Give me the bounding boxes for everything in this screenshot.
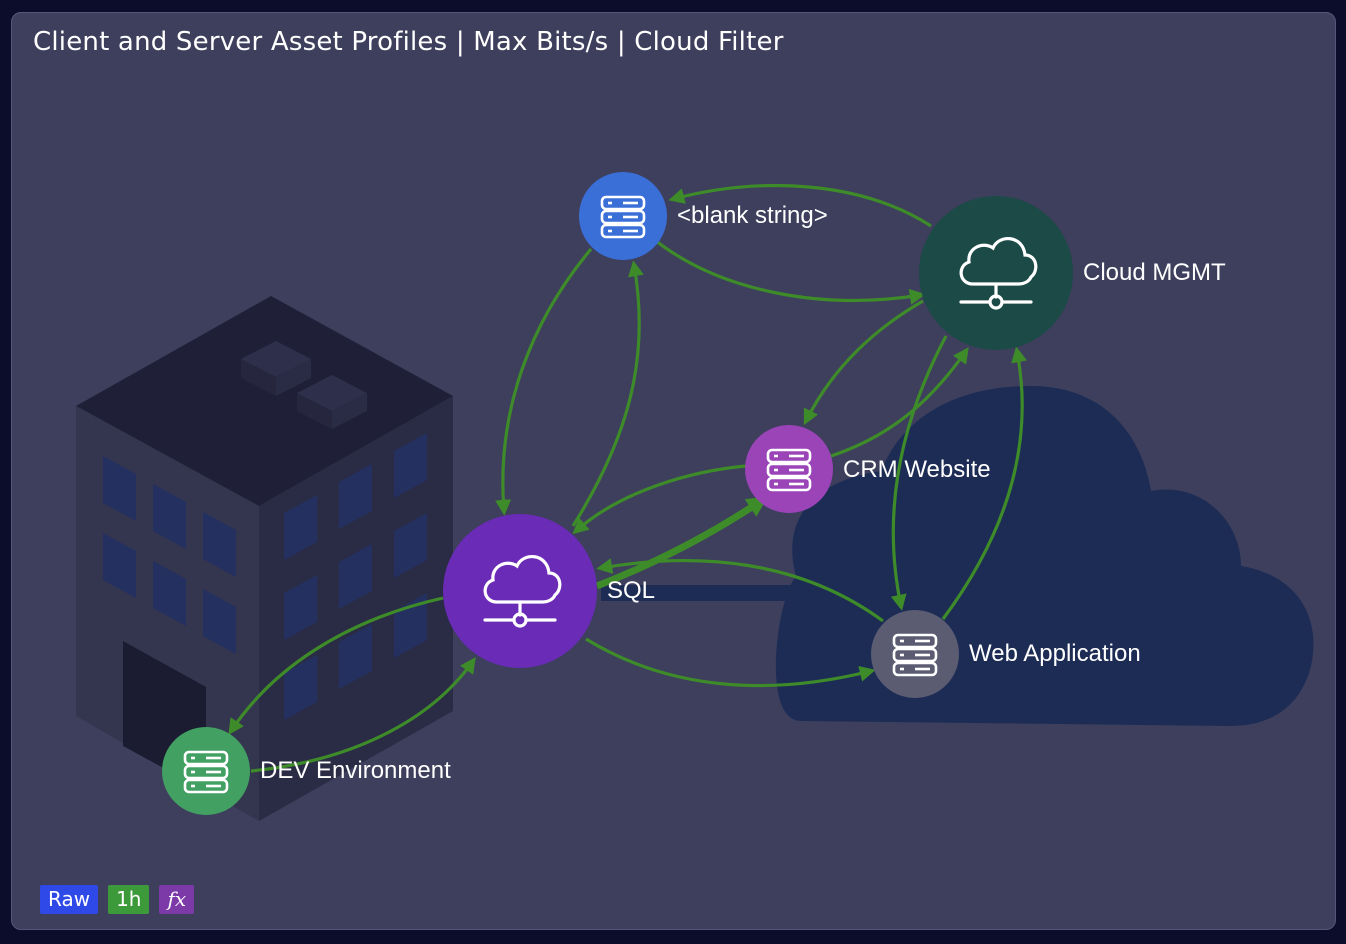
edge-webapp-to-sql — [596, 558, 884, 623]
node-blank-string[interactable]: <blank string> — [579, 172, 828, 260]
edge-cloudmgmt-to-crm — [803, 299, 924, 426]
cloud-network-icon — [959, 237, 1038, 310]
cloud-network-icon — [483, 555, 562, 628]
edge-dev-to-sql — [250, 657, 476, 773]
node-label: DEV Environment — [260, 757, 451, 784]
edges — [228, 184, 1027, 773]
edge-webapp-to-cloudmgmt — [941, 346, 1027, 620]
edge-sql-to-webapp — [585, 637, 876, 688]
edge-blank-to-sql — [495, 247, 593, 516]
building-icon — [76, 296, 453, 821]
raw-badge[interactable]: Raw — [40, 885, 99, 914]
node-cloud-mgmt[interactable]: Cloud MGMT — [919, 196, 1226, 350]
edge-sql-to-blank — [571, 260, 644, 527]
node-web-application[interactable]: Web Application — [871, 610, 1141, 698]
node-label: SQL — [607, 577, 655, 604]
network-diagram: <blank string> Cloud MGMT — [76, 172, 1314, 821]
cloud-background-icon — [601, 386, 1314, 726]
edge-crm-to-sql — [572, 464, 747, 535]
server-icon — [892, 633, 938, 677]
node-label: <blank string> — [677, 202, 828, 229]
server-icon — [600, 195, 646, 239]
edge-blank-to-cloudmgmt — [655, 239, 926, 305]
node-label: Web Application — [969, 640, 1141, 667]
time-range-badge[interactable]: 1h — [108, 885, 150, 914]
edge-crm-to-cloudmgmt — [830, 347, 969, 458]
node-dev-environment[interactable]: DEV Environment — [162, 727, 451, 815]
dashboard-panel: Client and Server Asset Profiles | Max B… — [11, 12, 1336, 930]
server-icon — [766, 448, 812, 492]
node-sql[interactable]: SQL — [443, 514, 655, 668]
edge-sql-to-crm — [595, 496, 768, 590]
edge-sql-to-dev — [228, 596, 444, 735]
fx-badge[interactable]: fx — [159, 885, 195, 914]
server-icon — [183, 750, 229, 794]
edge-cloudmgmt-to-webapp — [890, 335, 948, 611]
node-crm-website[interactable]: CRM Website — [745, 425, 991, 513]
node-label: CRM Website — [843, 456, 991, 483]
edge-cloudmgmt-to-blank — [668, 184, 932, 228]
node-label: Cloud MGMT — [1083, 259, 1226, 286]
panel-title: Client and Server Asset Profiles | Max B… — [33, 27, 784, 57]
query-badges: Raw 1h fx — [40, 885, 195, 914]
